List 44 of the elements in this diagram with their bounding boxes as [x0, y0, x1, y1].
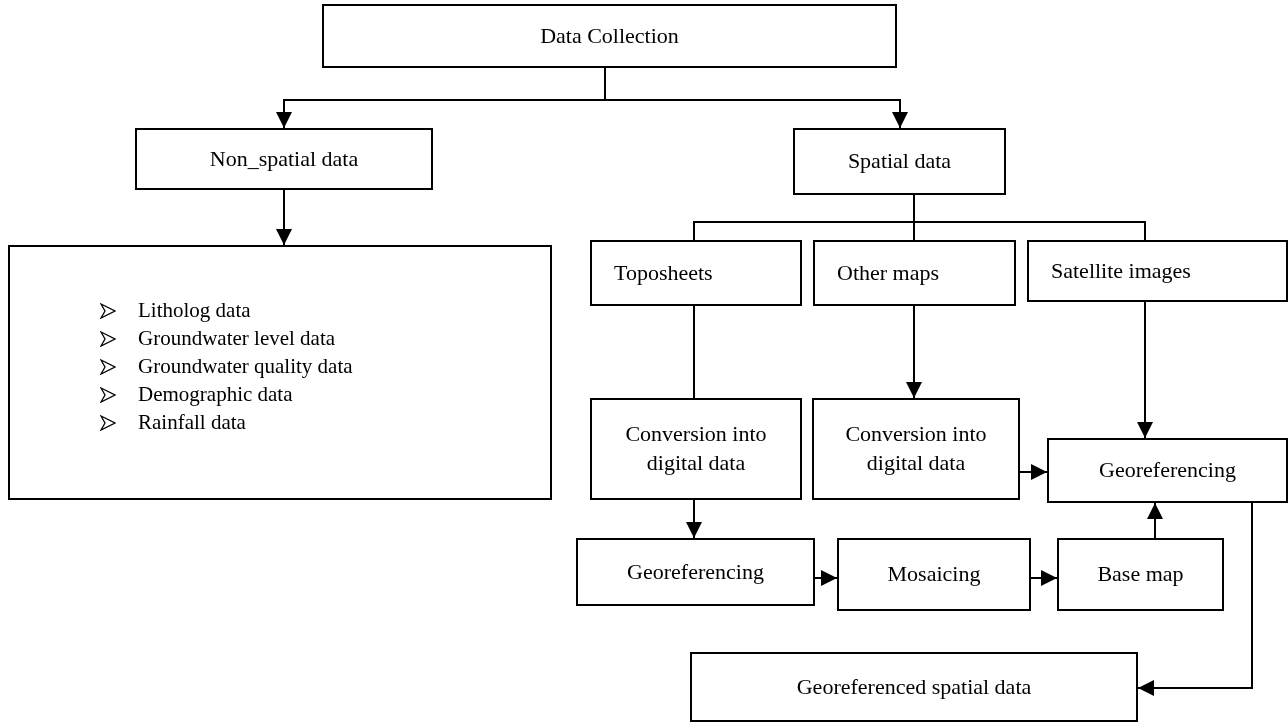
arrow: [276, 189, 292, 246]
box-label: Georeferencing: [627, 557, 764, 586]
process-box: [1057, 538, 1224, 611]
process-box: [812, 398, 1020, 500]
process-box: [590, 240, 802, 306]
connector-line: [913, 194, 1146, 241]
connector-line: [693, 305, 695, 399]
box-label: Conversion into digital data: [844, 420, 988, 477]
arrow: [1019, 464, 1048, 480]
box-label: Mosaicing: [887, 560, 981, 589]
process-box: [1047, 438, 1288, 503]
arrow: [906, 305, 922, 399]
arrow: [1147, 502, 1163, 539]
list-box: [8, 245, 552, 500]
process-box: [813, 240, 1016, 306]
box-label: Georeferenced spatial data: [796, 672, 1032, 701]
box-label: Other maps: [837, 258, 940, 287]
process-box: [793, 128, 1006, 195]
arrow: [686, 499, 702, 539]
arrow: [814, 570, 838, 586]
list-item: Demographic data: [138, 381, 293, 409]
box-label: Data Collection: [540, 21, 679, 50]
box-label: Spatial data: [847, 147, 952, 176]
arrow: [1030, 570, 1058, 586]
process-box: [690, 652, 1138, 722]
list-item: Groundwater level data: [138, 325, 336, 353]
process-box: [590, 398, 802, 500]
process-box: [576, 538, 815, 606]
box-label: Base map: [1097, 560, 1184, 589]
process-box: [1027, 240, 1288, 302]
process-box: [322, 4, 897, 68]
box-label: Satellite images: [1051, 256, 1191, 285]
list-item: Groundwater quality data: [138, 353, 353, 381]
box-label: Conversion into digital data: [624, 420, 768, 477]
list-item: Litholog data: [138, 297, 251, 325]
arrow: [1137, 301, 1153, 439]
arrow: [604, 67, 908, 129]
process-box: [837, 538, 1031, 611]
box-label: Non_spatial data: [209, 144, 359, 173]
process-box: [135, 128, 433, 190]
list-item: Rainfall data: [138, 409, 246, 437]
box-label: Georeferencing: [1099, 456, 1236, 485]
box-label: Toposheets: [614, 258, 713, 287]
arrow: [1137, 502, 1253, 696]
